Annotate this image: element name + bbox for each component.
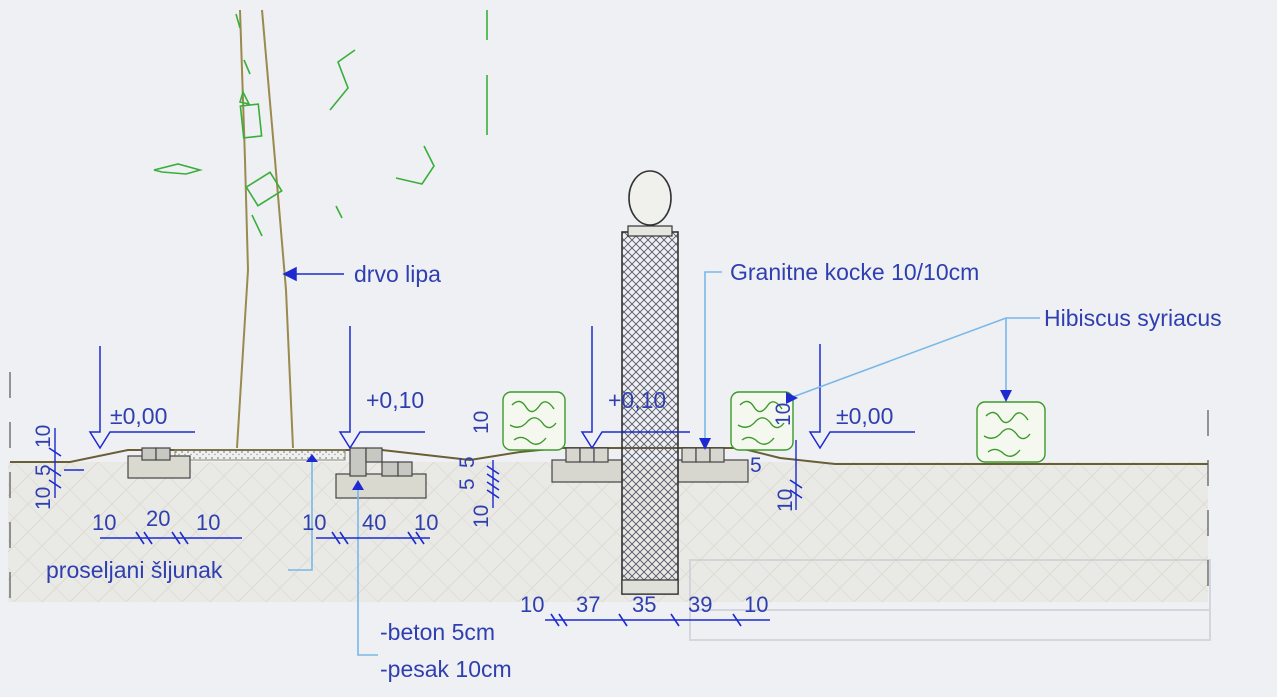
gravel-path [174, 449, 346, 461]
leader-arrowheads [306, 390, 1012, 490]
left-vdim-2: 5 [32, 464, 55, 476]
post-hdim-3: 35 [632, 592, 656, 617]
mid-hdim-2: 40 [362, 510, 386, 535]
level-mid-left: +0,10 [366, 387, 424, 413]
stone-post [621, 170, 679, 595]
dimension-ticks [48, 447, 803, 627]
right-vdim-1: 10 [772, 403, 795, 426]
level-left: ±0,00 [110, 403, 167, 429]
hibiscus-label: Hibiscus syriacus [1044, 305, 1222, 331]
hibiscus-shrub-2 [730, 391, 794, 451]
tree-leaves [153, 49, 435, 237]
sand-label: -pesak 10cm [380, 656, 512, 682]
mid-vdim-4: 10 [470, 505, 493, 528]
top-marks [235, 10, 488, 135]
left-hdim-1: 10 [92, 510, 116, 535]
right-vdim-2: 5 [750, 454, 762, 477]
left-hdim-3: 10 [196, 510, 220, 535]
background-ghost-lines [689, 559, 1211, 641]
soil-tint [8, 462, 1208, 602]
level-right: ±0,00 [836, 403, 893, 429]
post-hdim-2: 37 [576, 592, 600, 617]
post-granite-cobbles [551, 447, 749, 483]
level-mid-right: +0,10 [608, 387, 666, 413]
post-hdim-1: 10 [520, 592, 544, 617]
tree-leader [282, 266, 344, 282]
right-vdim-3: 10 [774, 489, 797, 512]
tree-trunk [236, 9, 294, 449]
mid-vdim-2: 5 [456, 456, 479, 468]
dimension-lines [54, 428, 797, 621]
leader-lines [288, 271, 1040, 656]
left-curb [127, 447, 191, 479]
tree-label: drvo lipa [354, 261, 441, 287]
left-hdim-2: 20 [146, 506, 170, 531]
edge-dashed-lines [9, 372, 1209, 600]
mid-hdim-1: 10 [302, 510, 326, 535]
hibiscus-shrub-3 [976, 401, 1046, 463]
mid-hdim-3: 10 [414, 510, 438, 535]
level-markers [88, 326, 915, 450]
middle-curb [335, 447, 427, 499]
gravel-label: proseljani šljunak [46, 557, 223, 583]
post-hdim-4: 39 [688, 592, 712, 617]
mid-vdim-3: 5 [456, 478, 479, 490]
mid-vdim-1: 10 [470, 411, 493, 434]
left-vdim-3: 10 [32, 487, 55, 510]
left-vdim-1: 10 [32, 425, 55, 448]
granite-label: Granitne kocke 10/10cm [730, 259, 979, 285]
post-hdim-5: 10 [744, 592, 768, 617]
concrete-label: -beton 5cm [380, 619, 495, 645]
hibiscus-shrub-1 [502, 391, 566, 451]
